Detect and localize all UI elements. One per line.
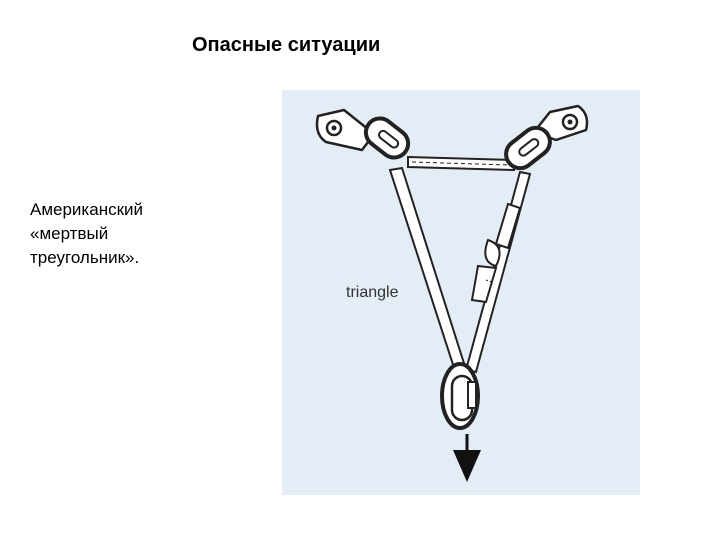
slide-caption: Американский «мертвый треугольник». <box>30 198 230 270</box>
right-sling-leg <box>464 170 532 374</box>
anchor-diagram: triangle <box>282 90 640 495</box>
caption-line-2: «мертвый <box>30 224 109 243</box>
left-carabiner <box>363 116 411 160</box>
diagram-label-triangle: triangle <box>346 284 399 301</box>
slide-title: Опасные ситуации <box>192 34 381 56</box>
anchor-diagram-svg: triangle <box>282 90 640 495</box>
caption-line-1: Американский <box>30 200 144 219</box>
caption-line-3: треугольник». <box>30 248 140 267</box>
bottom-carabiner <box>440 362 480 430</box>
diagram-background <box>282 90 640 495</box>
right-carabiner <box>504 125 552 171</box>
horizontal-sling <box>407 155 515 172</box>
left-anchor-hanger <box>315 108 376 152</box>
load-arrow <box>453 434 481 482</box>
